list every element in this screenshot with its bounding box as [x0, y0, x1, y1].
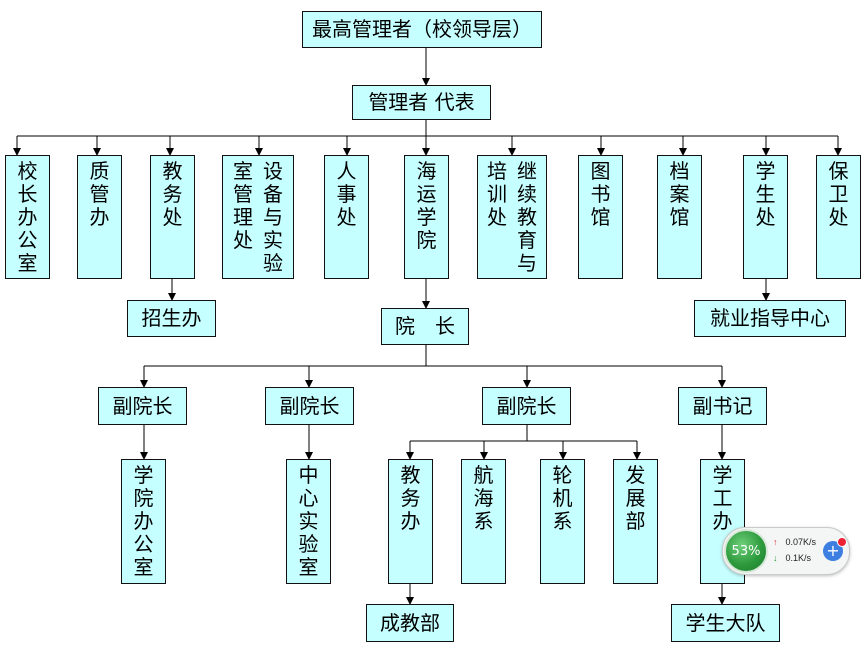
development-dept-box: 发展部: [613, 459, 658, 584]
top-management-box: 最高管理者（校领导层）: [302, 11, 542, 48]
vice-dean-3-box: 副院长: [482, 387, 571, 425]
college-office-box: 学院办公室: [121, 459, 166, 584]
deputy-secretary-label: 副书记: [692, 393, 753, 418]
upload-speed: 0.07K/s: [785, 537, 817, 547]
adult-edu-label: 成教部: [380, 610, 440, 635]
personnel-label: 人事处: [336, 159, 357, 229]
vice-dean-1-box: 副院长: [98, 387, 187, 425]
download-speed-row: ↓ 0.1K/s: [773, 553, 811, 563]
maritime-college-label: 海运学院: [416, 159, 437, 252]
download-speed: 0.1K/s: [785, 553, 812, 563]
personnel-box: 人事处: [324, 155, 369, 279]
center-lab-label: 中心实验室: [298, 463, 319, 579]
navigation-dept-box: 航海系: [461, 459, 506, 584]
employment-center-box: 就业指导中心: [694, 300, 846, 337]
security-label: 保卫处: [828, 159, 849, 229]
quality-office-box: 质管办: [77, 155, 122, 279]
memory-gauge[interactable]: 53%: [724, 529, 768, 573]
lab-equipment-box: 室管理处 设备与实验: [222, 155, 294, 279]
upload-speed-row: ↑ 0.07K/s: [773, 537, 816, 547]
student-work-office-label: 学工办: [712, 463, 733, 533]
vice-dean-2-label: 副院长: [279, 393, 340, 418]
top-management-label: 最高管理者（校领导层）: [312, 17, 532, 41]
maritime-college-box: 海运学院: [404, 155, 449, 279]
college-office-label: 学院办公室: [133, 463, 154, 579]
library-label: 图书馆: [590, 159, 611, 229]
student-brigade-label: 学生大队: [685, 610, 766, 635]
dean-label: 院 长: [395, 314, 455, 338]
dean-box: 院 长: [381, 308, 469, 345]
network-speed-widget[interactable]: 53% ↑ 0.07K/s ↓ 0.1K/s +: [722, 527, 850, 575]
security-box: 保卫处: [816, 155, 861, 279]
deputy-secretary-box: 副书记: [678, 387, 767, 425]
vice-dean-3-label: 副院长: [496, 393, 557, 418]
gauge-percent: 53%: [731, 543, 761, 559]
student-brigade-box: 学生大队: [671, 604, 780, 642]
student-affairs-label: 学生处: [755, 159, 776, 229]
academic-affairs-box: 教务处: [150, 155, 195, 279]
notification-dot-icon: [837, 537, 847, 547]
engine-dept-box: 轮机系: [540, 459, 585, 584]
management-rep-label: 管理者 代表: [368, 90, 475, 114]
continuing-edu-box: 培训处 继续教育与: [477, 155, 547, 279]
up-arrow-icon: ↑: [773, 537, 778, 547]
vice-dean-1-label: 副院长: [112, 393, 173, 418]
development-dept-label: 发展部: [625, 463, 646, 533]
archives-box: 档案馆: [657, 155, 702, 279]
center-lab-box: 中心实验室: [286, 459, 331, 584]
archives-label: 档案馆: [669, 159, 690, 229]
admissions-label: 招生办: [141, 306, 202, 330]
plus-icon[interactable]: +: [823, 541, 843, 561]
lab-equipment-label-col2: 室管理处: [233, 159, 253, 252]
principal-office-box: 校长办公室: [5, 155, 50, 279]
teaching-office-label: 教务办: [400, 463, 421, 533]
down-arrow-icon: ↓: [773, 553, 778, 563]
admissions-box: 招生办: [127, 300, 216, 337]
management-rep-box: 管理者 代表: [352, 85, 491, 120]
principal-office-label: 校长办公室: [17, 159, 38, 275]
continuing-edu-label-col2: 培训处: [487, 159, 507, 229]
navigation-dept-label: 航海系: [473, 463, 494, 533]
vice-dean-2-box: 副院长: [265, 387, 354, 425]
student-affairs-box: 学生处: [743, 155, 788, 279]
adult-edu-box: 成教部: [366, 604, 454, 642]
lab-equipment-label-col1: 设备与实验: [263, 159, 283, 275]
continuing-edu-label-col1: 继续教育与: [517, 159, 537, 275]
teaching-office-box: 教务办: [388, 459, 433, 584]
engine-dept-label: 轮机系: [552, 463, 573, 533]
academic-affairs-label: 教务处: [162, 159, 183, 229]
library-box: 图书馆: [578, 155, 623, 279]
quality-office-label: 质管办: [89, 159, 110, 229]
employment-center-label: 就业指导中心: [710, 306, 830, 330]
